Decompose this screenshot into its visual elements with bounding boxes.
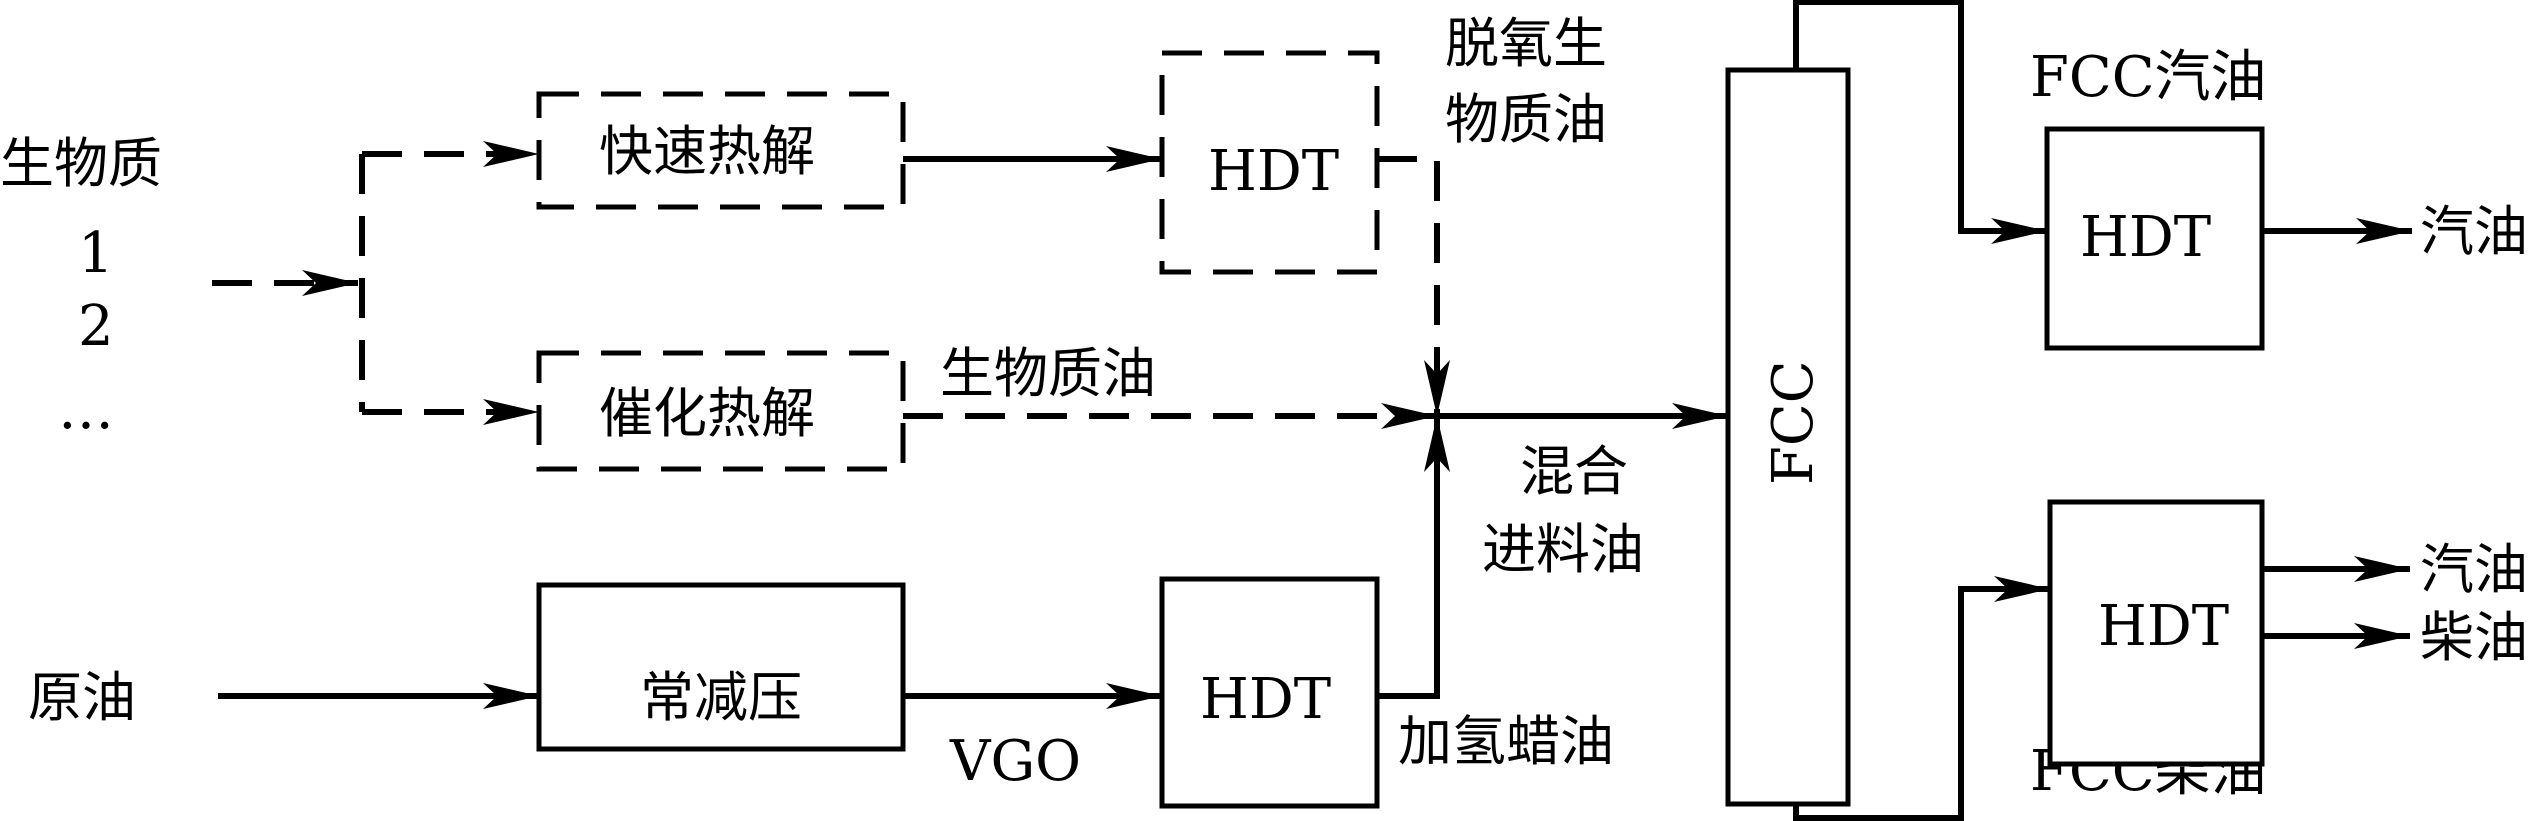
bio-oil-label: 生物质油 xyxy=(940,342,1156,405)
hydro-wax-oil-label: 加氢蜡油 xyxy=(1398,710,1614,773)
biomass-item-2: 2 xyxy=(78,294,114,359)
atm-vacuum-label: 常减压 xyxy=(640,666,802,729)
biomass-item-1: 1 xyxy=(78,221,114,286)
mixed-feed-label-1: 混合 xyxy=(1520,440,1628,503)
hdt-gasoline-label: HDT xyxy=(2080,205,2211,270)
hdt-vgo-label: HDT xyxy=(1200,667,1331,732)
biomass-item-more: … xyxy=(58,377,114,442)
crude-oil-label: 原油 xyxy=(28,666,136,729)
fast-pyrolysis-unit xyxy=(536,91,906,210)
fast-pyrolysis-label: 快速热解 xyxy=(599,120,815,183)
catalytic-pyrolysis-unit xyxy=(536,350,906,472)
fcc-gasoline-label: FCC汽油 xyxy=(2030,45,2267,110)
fcc-gasoline-arrow xyxy=(1793,0,2047,244)
fcc-label: FCC xyxy=(1761,360,1826,485)
catalytic-pyrolysis-label: 催化热解 xyxy=(599,382,815,445)
hdt-diesel-label: HDT xyxy=(2098,594,2229,659)
hdt-biooil-label: HDT xyxy=(1208,139,1339,204)
fcc-diesel-arrow xyxy=(1793,576,2050,821)
vgo-label: VGO xyxy=(949,729,1081,794)
fcc-unit xyxy=(1725,67,1851,807)
hdt-gasoline-unit xyxy=(2044,126,2265,351)
hdt-biooil-unit xyxy=(1159,50,1380,275)
deoxy-bio-oil-arrow xyxy=(1377,156,1450,416)
atm-vacuum-unit xyxy=(536,582,906,752)
mixed-feed-label-2: 进料油 xyxy=(1482,518,1644,581)
diesel-out-label: 柴油 xyxy=(2420,606,2528,669)
gasoline-out-label-2: 汽油 xyxy=(2420,538,2528,601)
deoxy-bio-oil-label-2: 物质油 xyxy=(1445,88,1607,151)
deoxy-bio-oil-label-1: 脱氧生 xyxy=(1445,12,1607,75)
hdt-vgo-unit xyxy=(1159,576,1380,809)
gasoline-out-label-1: 汽油 xyxy=(2420,200,2528,263)
hydro-wax-oil-arrow xyxy=(1377,416,1450,699)
biomass-label: 生物质 xyxy=(0,132,162,195)
